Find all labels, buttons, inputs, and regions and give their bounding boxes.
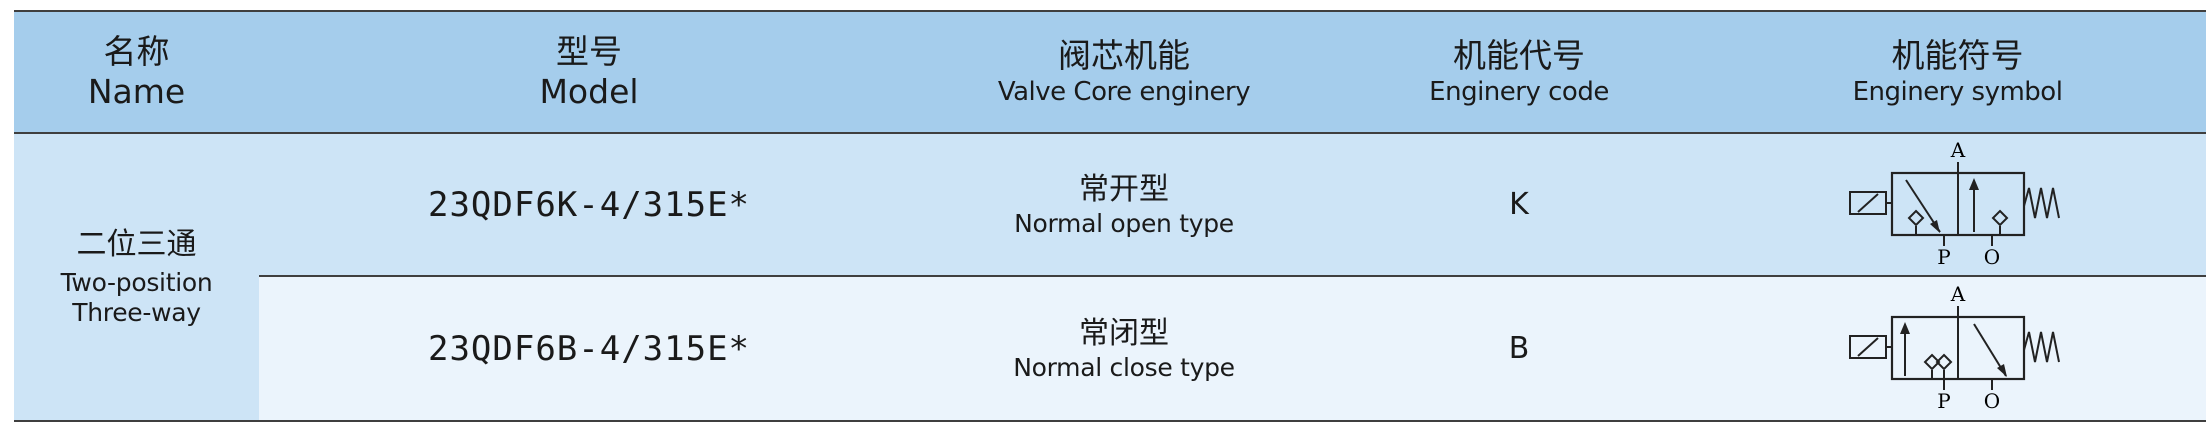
group-name-en-2: Three-way xyxy=(72,298,201,327)
row-1-symbol-cell: A P O xyxy=(1709,134,2206,275)
check-valve-icon-2 xyxy=(1935,353,1952,370)
header-name: 名称 Name xyxy=(14,12,259,132)
row-1-code-cell: K xyxy=(1329,134,1709,275)
header-model-zh: 型号 xyxy=(556,32,622,71)
header-name-en: Name xyxy=(87,72,186,111)
normally-closed-valve-symbol: A P O xyxy=(1848,284,2060,413)
row-1-function-zh: 常开型 xyxy=(1079,171,1169,207)
row-2-model: 23QDF6B-4/315E* xyxy=(427,328,751,369)
row-2-code: B xyxy=(1508,331,1530,366)
check-valve-icon xyxy=(1907,209,1924,226)
group-name-cell: 二位三通 Two-position Three-way xyxy=(14,134,259,420)
header-code: 机能代号 Enginery code xyxy=(1329,12,1709,132)
group-name-en-1: Two-position xyxy=(60,268,213,297)
row-2-port-o-label: O xyxy=(1983,389,1999,413)
header-model: 型号 Model xyxy=(259,12,919,132)
row-1-function-cell: 常开型 Normal open type xyxy=(919,134,1329,275)
row-2-model-cell: 23QDF6B-4/315E* xyxy=(259,277,919,420)
row-2-function-en: Normal close type xyxy=(1013,352,1235,382)
row-1-port-o-label: O xyxy=(1983,245,1999,269)
header-symbol-en: Enginery symbol xyxy=(1852,77,2063,107)
row-divider xyxy=(259,275,2206,277)
row-2-function-zh: 常闭型 xyxy=(1079,315,1169,351)
header-rule xyxy=(14,132,2206,134)
row-1-port-a-label: A xyxy=(1949,140,1965,162)
valve-spec-table: 名称 Name 型号 Model 阀芯机能 Valve Core enginer… xyxy=(14,10,2206,422)
table-row-1-bg xyxy=(14,134,2206,275)
row-1-code: K xyxy=(1509,187,1529,222)
group-name-cell-bg xyxy=(14,134,259,420)
table-row-2-bg xyxy=(259,277,2206,420)
spring-icon xyxy=(2022,187,2060,218)
check-valve-icon xyxy=(1923,353,1940,370)
header-function-en: Valve Core enginery xyxy=(997,77,1251,107)
row-1-port-p-label: P xyxy=(1937,245,1950,269)
spring-icon xyxy=(2022,331,2060,362)
row-2-symbol-cell: A P O xyxy=(1709,277,2206,420)
header-function: 阀芯机能 Valve Core enginery xyxy=(919,12,1329,132)
row-2-port-p-label: P xyxy=(1937,389,1950,413)
check-valve-icon-2 xyxy=(1991,209,2008,226)
top-rule xyxy=(14,10,2206,12)
row-1-model: 23QDF6K-4/315E* xyxy=(427,184,751,225)
row-2-function-cell: 常闭型 Normal close type xyxy=(919,277,1329,420)
header-symbol: 机能符号 Enginery symbol xyxy=(1709,12,2206,132)
row-2-port-a-label: A xyxy=(1949,284,1965,306)
header-symbol-zh: 机能符号 xyxy=(1891,36,2024,75)
row-1-function-en: Normal open type xyxy=(1014,208,1234,238)
row-1-model-cell: 23QDF6K-4/315E* xyxy=(259,134,919,275)
header-code-zh: 机能代号 xyxy=(1453,36,1585,75)
row-2-code-cell: B xyxy=(1329,277,1709,420)
table-header xyxy=(14,12,2206,132)
normally-open-valve-symbol: A P O xyxy=(1848,140,2060,269)
group-name-zh: 二位三通 xyxy=(76,227,197,262)
header-function-zh: 阀芯机能 xyxy=(1058,36,1190,75)
header-name-zh: 名称 xyxy=(103,32,170,71)
bottom-rule xyxy=(14,420,2206,422)
header-code-en: Enginery code xyxy=(1429,77,1609,107)
header-model-en: Model xyxy=(539,72,639,111)
